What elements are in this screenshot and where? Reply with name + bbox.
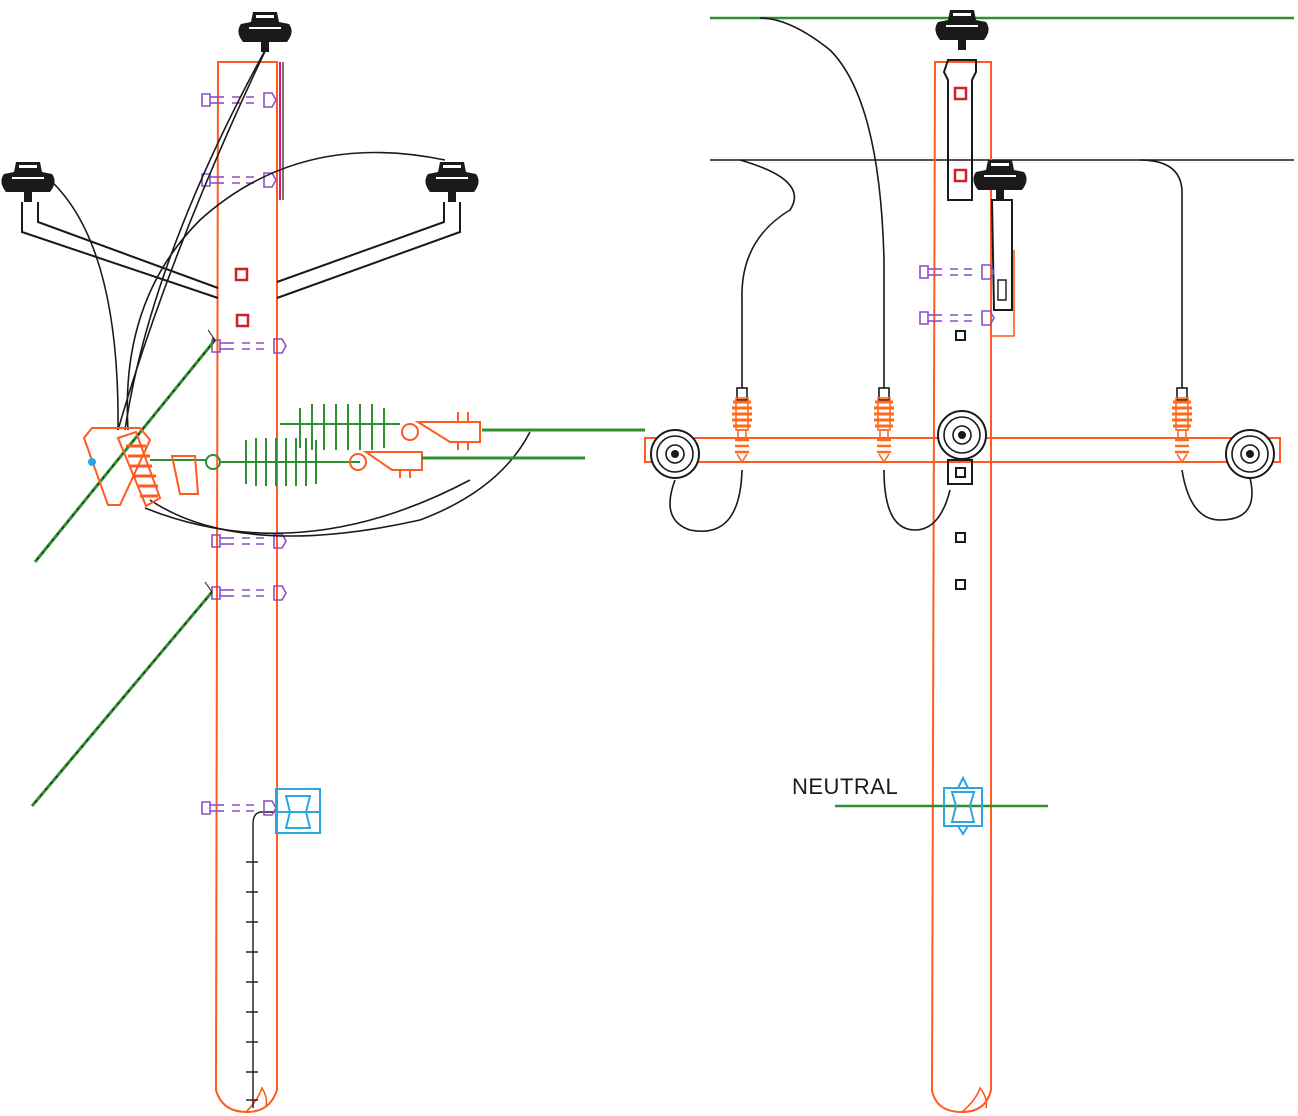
right-mid-insulator-icon (973, 160, 1027, 200)
pole-hardware-holes (955, 330, 966, 590)
left-jumper-wires (37, 44, 531, 537)
bolt-icon (211, 338, 287, 354)
right-pole-assembly (644, 10, 1294, 1114)
left-top-insulator-icon (238, 12, 292, 52)
bolt-icon (201, 800, 277, 816)
left-pole-assembly (1, 12, 645, 1114)
left-neutral-clamp-icon (275, 788, 321, 834)
left-pole-butt (245, 1086, 268, 1113)
left-pole (214, 61, 278, 1114)
pin-bracket (942, 59, 977, 201)
arrester-icon (872, 386, 896, 464)
bolt-icon (919, 264, 995, 280)
left-span-conductors (422, 428, 645, 460)
right-neutral-clamp-icon (943, 775, 983, 836)
right-top-insulator-icon (935, 10, 989, 50)
arrester-icon (730, 386, 754, 464)
bracket-bolt-icon (953, 86, 968, 101)
bracket-bolt-icon (235, 313, 250, 328)
left-side-insulator-icon (1, 162, 55, 202)
arrester-icon (1170, 386, 1194, 464)
dead-end-clamp-icon (349, 412, 481, 478)
right-side-insulator-icon (425, 162, 479, 202)
arrester-leads (669, 17, 1253, 532)
neutral-label: NEUTRAL (792, 774, 899, 799)
insulator-bracket (21, 202, 461, 299)
crossarm-spool-icon (1225, 429, 1275, 479)
cutout-icon (82, 427, 162, 508)
bracket-bolt-icon (953, 168, 968, 183)
bolt-icon (211, 585, 287, 601)
bracket-bolt-icon (234, 267, 249, 282)
right-pole (930, 61, 992, 1114)
left-ground-wire (246, 811, 288, 1108)
bolt-icon (919, 310, 995, 326)
crossarm-spool-icon (937, 410, 987, 460)
strain-insulator-icon (150, 404, 400, 495)
bolt-icon (201, 172, 277, 188)
crossarm-spool-icon (650, 429, 700, 479)
